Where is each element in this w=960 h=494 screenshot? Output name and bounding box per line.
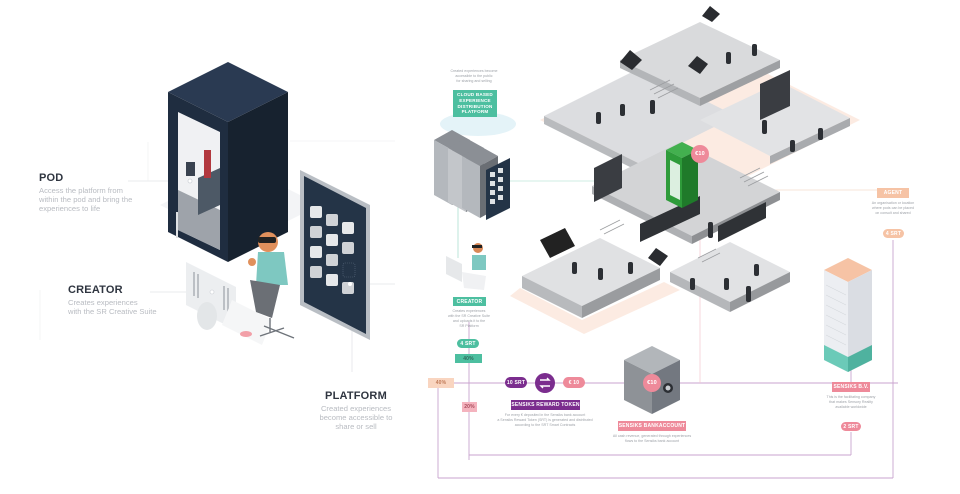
pod-red-panel: [204, 150, 211, 178]
plants: [620, 6, 720, 266]
bank-account-label: SENSIKS BANKACCOUNT: [618, 421, 686, 431]
pod-description: Access the platform from within the pod …: [39, 186, 133, 214]
lower-share-badge: 20%: [462, 402, 477, 412]
exchange-arrows-icon: [539, 377, 551, 389]
bank-account-caption: All cash revenue, generated through expe…: [612, 434, 692, 443]
platform-pointer-dot: [348, 282, 352, 286]
creator-legs: [250, 280, 280, 318]
office-people: [572, 44, 823, 302]
creator-stand: [197, 302, 217, 330]
creator-shoes: [240, 331, 252, 337]
pod-seat: [198, 168, 220, 215]
cloud-caption: Created experiences become accessible to…: [450, 69, 498, 83]
creator-caption: Creates experiences with the SR Creative…: [448, 309, 490, 328]
pod-coin-label: €10: [695, 151, 705, 157]
sensiks-building: [824, 258, 872, 372]
creator-hands: [248, 258, 256, 266]
left-share-badge: 40%: [428, 378, 454, 388]
pod-side: [228, 92, 288, 262]
lower-right-platform: [670, 242, 790, 302]
agent-srt-badge: 4 SRT: [883, 229, 904, 238]
lower-left-platform: [522, 238, 660, 306]
lounge-sofa: [640, 196, 700, 242]
exchange-circle: [535, 373, 555, 393]
agent-caption: An organisation or location where pods c…: [871, 201, 915, 215]
pod-section: POD Access the platform from within the …: [39, 172, 132, 213]
sensiks-bv-srt-badge: 2 SRT: [841, 422, 861, 431]
sensiks-bv-label: SENSIKS B.V.: [832, 382, 870, 392]
pod-coin: [691, 145, 709, 163]
bank-safe: [624, 346, 680, 414]
creator-label: CREATOR: [453, 297, 486, 306]
upper-right-platform: [700, 82, 850, 156]
reward-token-label: SENSIKS REWARD TOKEN: [511, 400, 580, 410]
safe-coin-label: €10: [647, 380, 657, 386]
creator-pointer-dot: [209, 289, 215, 295]
green-pod: [666, 142, 698, 208]
pod-pointer-dot: [187, 178, 193, 184]
creator-torso: [256, 252, 288, 285]
tablet-app-tiles: [310, 206, 354, 294]
creator-desk: [222, 300, 272, 345]
creator-srt-badge: 4 SRT: [457, 339, 479, 348]
reward-token-caption: For every € deposited in the Sensiks ban…: [497, 413, 593, 427]
creator-share-badge: 40%: [455, 354, 482, 363]
cloud-platform-label: CLOUD BASED EXPERIENCE DISTRIBUTION PLAT…: [453, 90, 497, 117]
creator-section: CREATOR Creates experiences with the SR …: [68, 284, 157, 316]
pod-door-handle: [176, 212, 178, 238]
platform-description: Created experiences become accessible to…: [319, 404, 393, 432]
reward-srt-badge: 10 SRT: [505, 377, 527, 388]
creator-title: CREATOR: [68, 284, 123, 296]
stairs: [599, 79, 769, 263]
safe-coin: [643, 374, 661, 392]
server-racks: [434, 130, 498, 218]
tablet-empty-slot: [342, 262, 356, 278]
pod-title: POD: [39, 172, 64, 184]
agent-label: AGENT: [877, 188, 909, 198]
pod-illustration: [160, 62, 370, 345]
small-creator-figure: [446, 243, 486, 290]
vr-headset-icon: [258, 237, 276, 243]
platform-title: PLATFORM: [325, 390, 387, 402]
creator-description: Creates experiences with the SR Creative…: [68, 298, 157, 317]
platform-section: PLATFORM Created experiences become acce…: [306, 390, 406, 431]
reward-euro-badge: € 10: [563, 377, 585, 388]
cloud-shape: [440, 112, 516, 136]
bookshelf: [760, 70, 790, 120]
creator-monitor-vents: [193, 272, 229, 312]
sensiks-bv-caption: This is the facilitating company that ma…: [826, 395, 876, 409]
server-tablet-tiles: [490, 168, 503, 204]
office-chair: [259, 318, 295, 339]
tv-screen: [540, 228, 575, 258]
pod-keypad-icon: [186, 162, 195, 176]
